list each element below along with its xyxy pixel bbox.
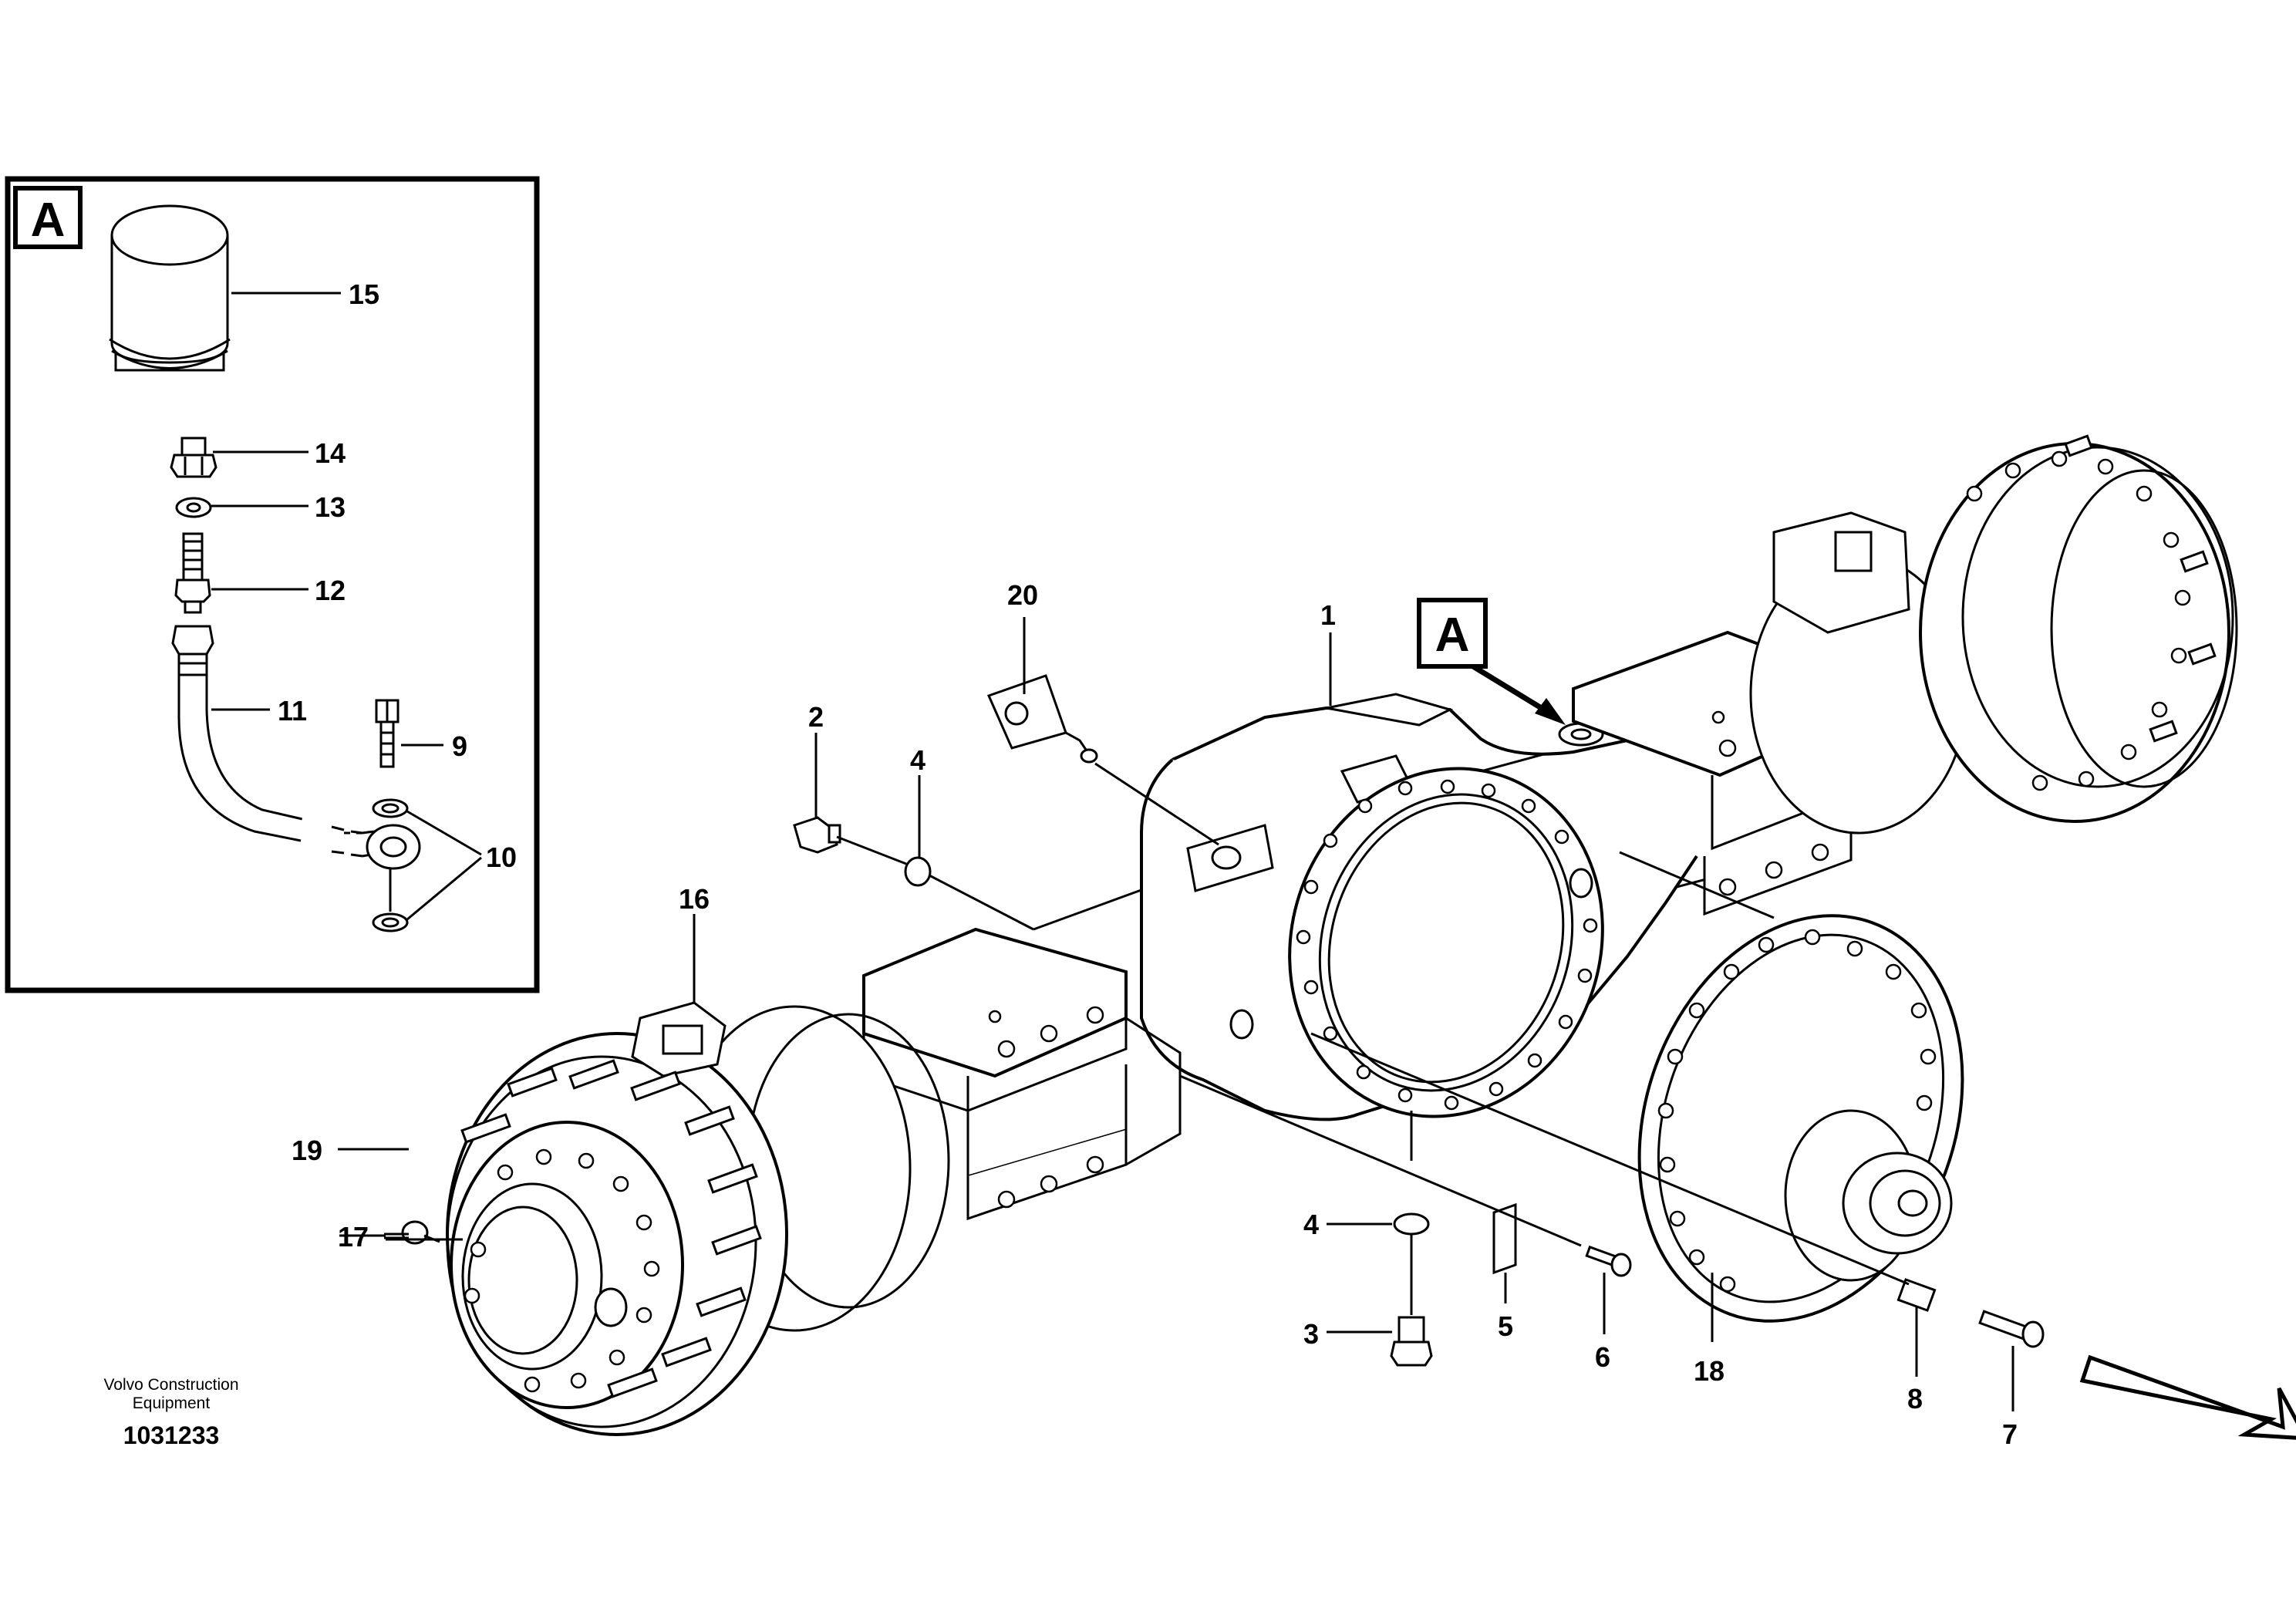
drain-plug-part <box>1390 1316 1433 1367</box>
front-direction-arrow <box>2079 1354 2296 1440</box>
callout-1: 1 <box>1320 599 1336 631</box>
sealing-washer-upper <box>372 798 409 818</box>
view-a-marker: A <box>1417 598 1566 725</box>
callout-8: 8 <box>1907 1383 1923 1415</box>
hose-part <box>171 625 421 870</box>
callout-15: 15 <box>349 278 379 310</box>
callout-6: 6 <box>1595 1341 1610 1373</box>
nipple-part <box>174 532 211 614</box>
callout-14: 14 <box>315 437 346 469</box>
drawing-number: 1031233 <box>123 1421 220 1449</box>
o-ring-part <box>904 856 932 887</box>
callout-2: 2 <box>808 701 824 733</box>
nut-part <box>170 437 217 478</box>
callout-10: 10 <box>486 841 517 873</box>
callout-13: 13 <box>315 491 346 523</box>
callout-7: 7 <box>2002 1418 2018 1450</box>
sleeve-part <box>1896 1278 1937 1312</box>
callout-leaders <box>338 617 2014 1411</box>
sensor-part <box>986 674 1098 764</box>
differential-carrier-part <box>1637 914 1964 1323</box>
callout-5: 5 <box>1498 1310 1513 1342</box>
callout-17: 17 <box>338 1221 369 1253</box>
callout-4-upper: 4 <box>910 744 925 776</box>
wheel-hub-left-part <box>446 1001 950 1436</box>
callout-20: 20 <box>1007 579 1038 611</box>
bolt-part <box>375 699 400 768</box>
callout-16: 16 <box>679 883 710 915</box>
callout-11: 11 <box>278 695 307 727</box>
o-ring-lower-part <box>1393 1212 1430 1236</box>
callout-4-lower: 4 <box>1303 1209 1319 1240</box>
flange-bolt-part <box>1978 1310 2045 1348</box>
plate-part <box>1492 1202 1517 1275</box>
brand-line-2: Equipment <box>133 1394 211 1412</box>
wheel-hub-right-part <box>1749 434 2238 835</box>
assembly-lines <box>836 762 1910 1315</box>
breather-filter-part <box>109 204 231 372</box>
screw-part <box>1585 1245 1632 1277</box>
callout-3: 3 <box>1303 1318 1319 1350</box>
detail-tag-a: A <box>31 194 66 247</box>
brand-line-1: Volvo Construction <box>103 1376 238 1394</box>
washer-part <box>175 497 212 518</box>
sealing-washer-lower <box>372 912 409 932</box>
detail-view-a: A <box>5 176 540 993</box>
callout-9: 9 <box>452 730 467 762</box>
callout-12: 12 <box>315 575 346 606</box>
view-tag-a: A <box>1435 609 1470 662</box>
callout-18: 18 <box>1694 1355 1725 1387</box>
axle-housing-part <box>862 630 1853 1221</box>
callout-19: 19 <box>292 1135 322 1166</box>
plug-part <box>793 816 841 854</box>
